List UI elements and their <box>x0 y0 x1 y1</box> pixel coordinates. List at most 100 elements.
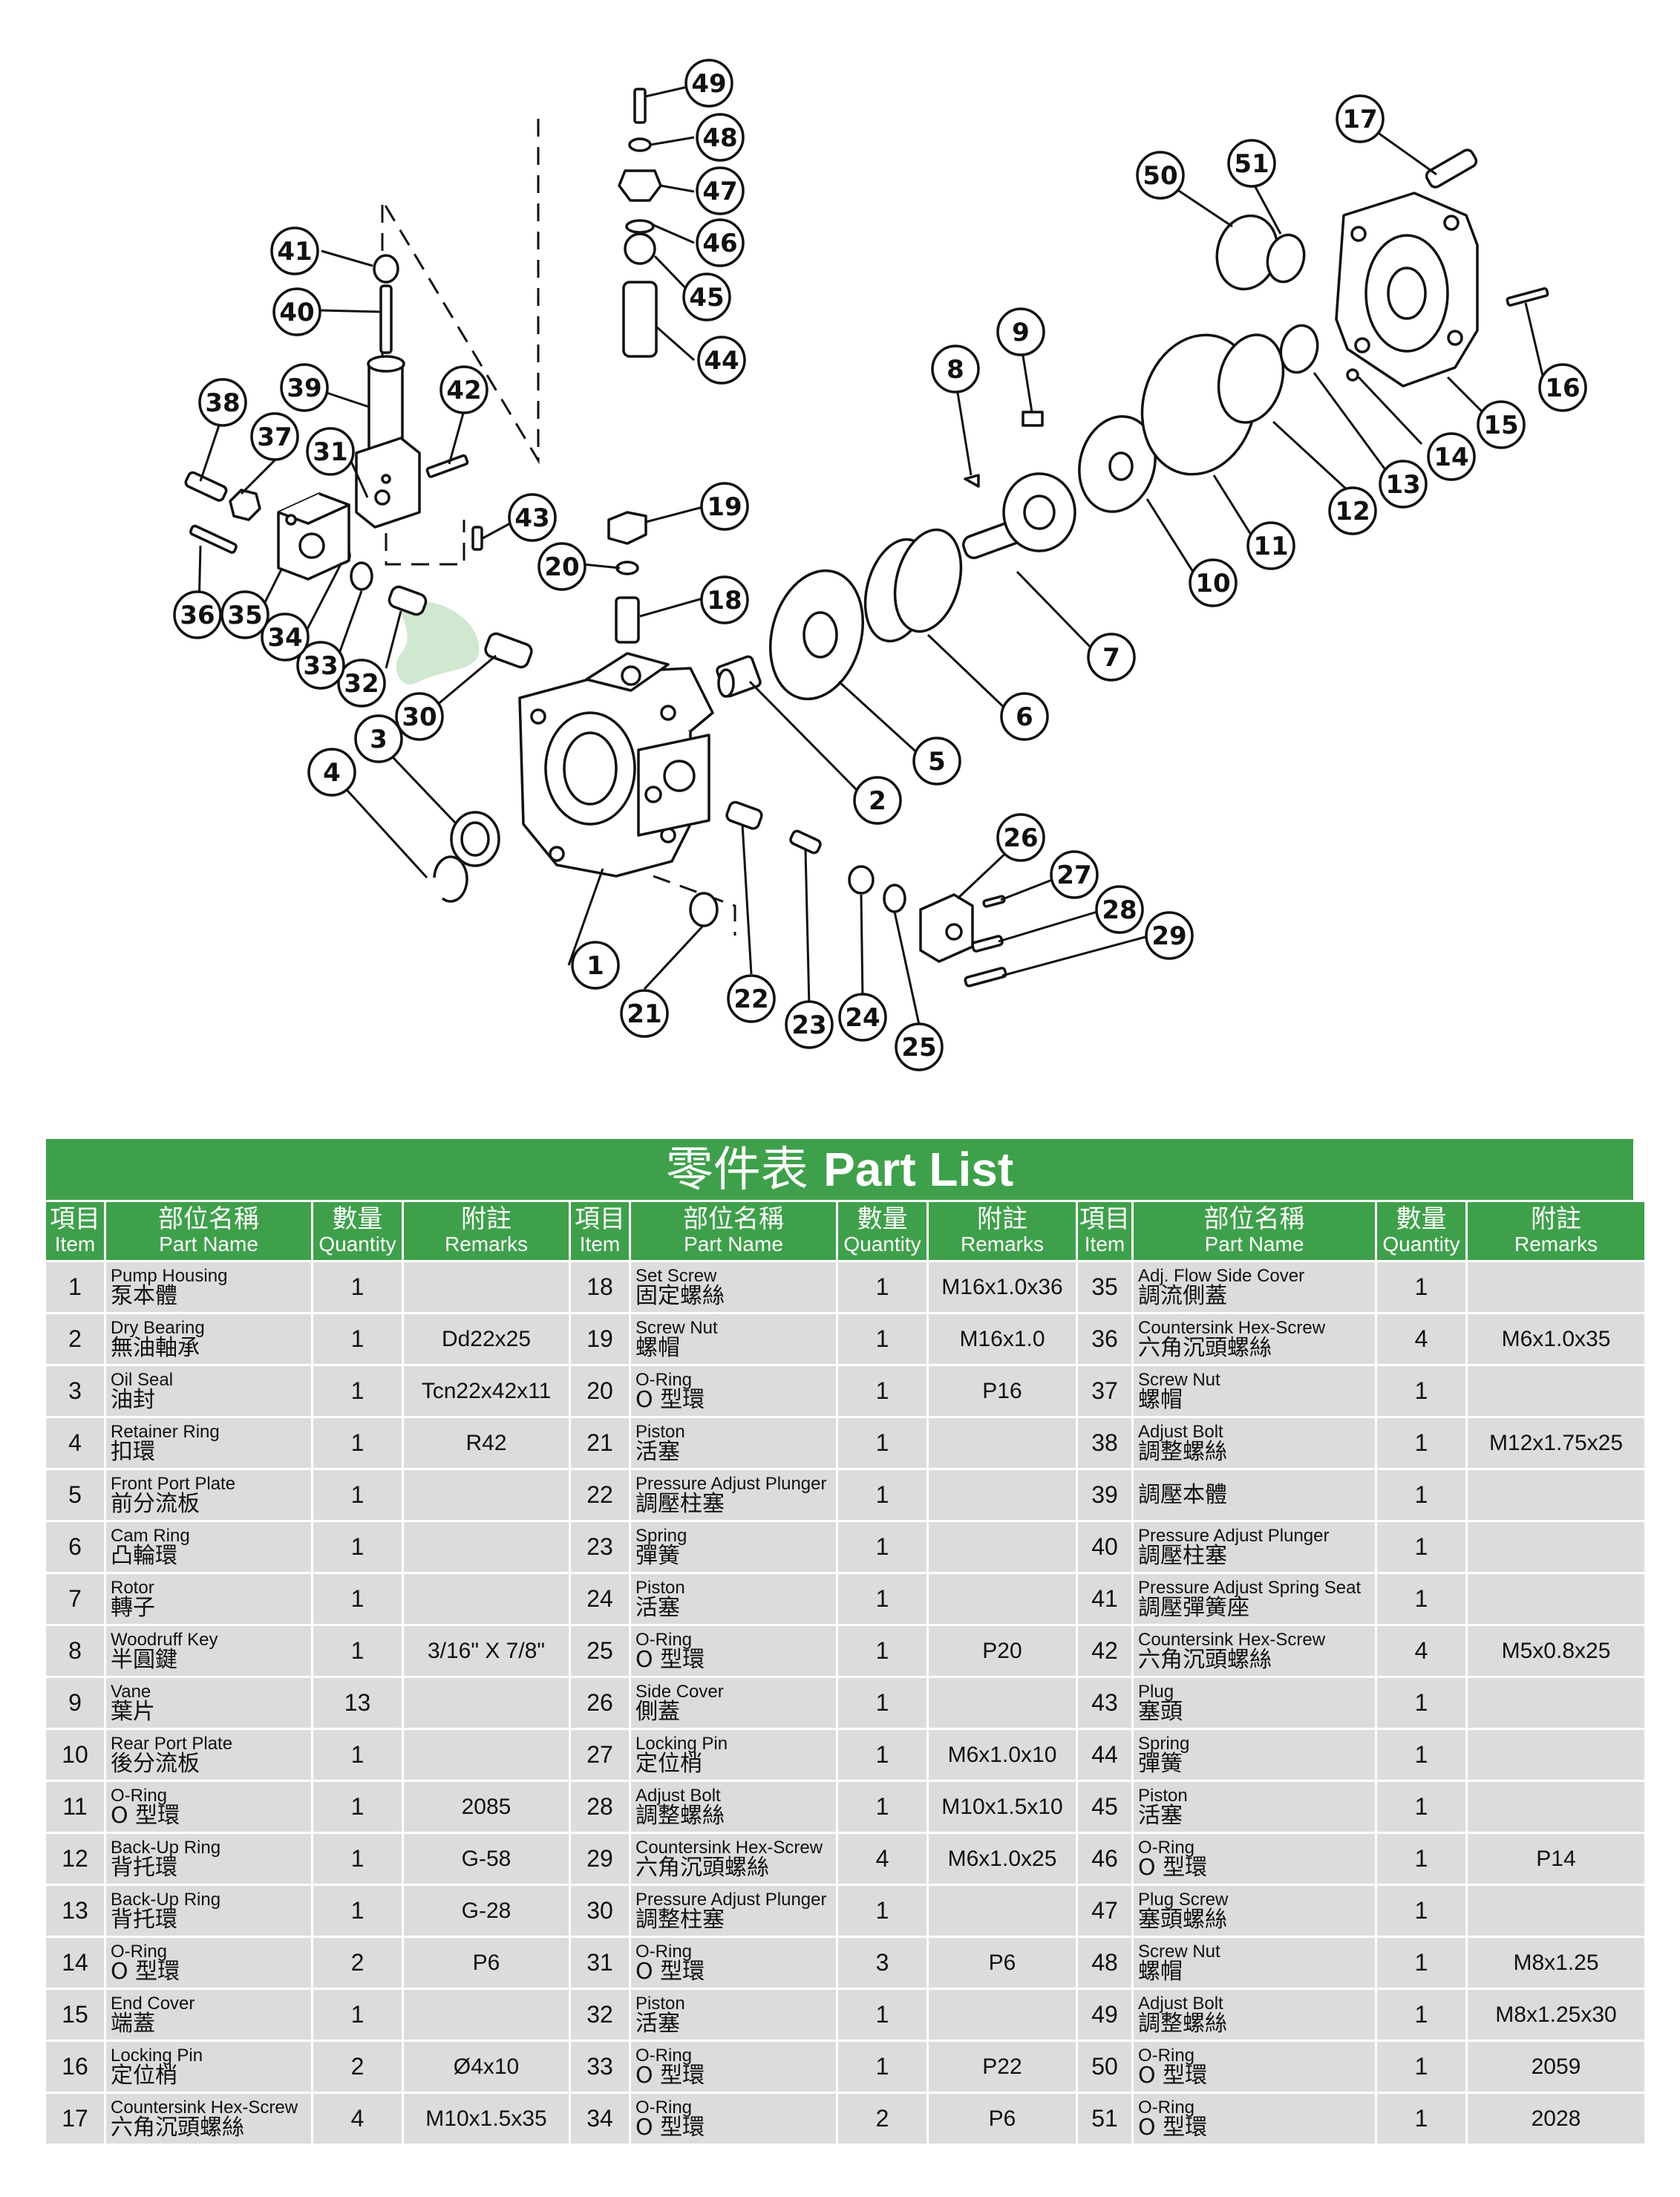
part-name-en: Piston <box>1138 1785 1188 1806</box>
item-number: 22 <box>571 1470 629 1520</box>
item-number: 25 <box>571 1626 629 1676</box>
callout-label: 37 <box>257 422 292 452</box>
part-name-zh: 定位梢 <box>635 1750 702 1777</box>
callout-label: 46 <box>702 229 737 258</box>
callout-label: 44 <box>704 346 739 376</box>
part-name-en: Countersink Hex-Screw <box>1138 1629 1326 1650</box>
part-name-en: Piston <box>635 1993 685 2014</box>
part-name-en: Piston <box>635 1577 685 1598</box>
part-name-zh: 螺帽 <box>635 1334 680 1361</box>
item-number: 27 <box>571 1730 629 1780</box>
callout-22: 22 <box>727 974 776 1023</box>
part-name-zh: 調整螺絲 <box>635 1802 725 1829</box>
callout-9: 9 <box>996 307 1045 356</box>
part-name-en: Woodruff Key <box>111 1629 218 1650</box>
part-name-en: Pressure Adjust Spring Seat <box>1138 1577 1362 1598</box>
quantity: 1 <box>1377 1262 1465 1312</box>
callout-label: 34 <box>267 623 302 653</box>
remarks: P22 <box>929 2042 1076 2092</box>
header-item-zh: 項目 <box>50 1204 100 1235</box>
item-number: 12 <box>46 1834 104 1884</box>
callout-46: 46 <box>696 218 745 267</box>
remarks <box>929 1678 1076 1728</box>
callout-label: 7 <box>1102 643 1120 673</box>
remarks <box>1468 1470 1644 1520</box>
quantity: 13 <box>313 1678 402 1728</box>
callout-35: 35 <box>220 590 269 639</box>
part-name-zh: O 型環 <box>635 2114 705 2141</box>
part-name-zh: 調壓柱塞 <box>1138 1542 1227 1569</box>
remarks <box>404 1574 569 1624</box>
part-name-en: Locking Pin <box>635 1733 728 1754</box>
header-qty-zh: 數量 <box>1396 1204 1447 1235</box>
part-name-en: O-Ring <box>111 1941 168 1962</box>
quantity: 1 <box>838 1366 926 1416</box>
part-name-en: Plug Screw <box>1138 1889 1229 1910</box>
remarks <box>1468 1574 1644 1624</box>
side-cover-drawing <box>919 893 974 963</box>
item-number: 32 <box>571 1990 629 2040</box>
quantity: 1 <box>1377 1470 1465 1520</box>
callout-label: 43 <box>514 503 549 533</box>
item-number: 6 <box>46 1522 104 1572</box>
item-number: 10 <box>46 1730 104 1780</box>
callout-label: 22 <box>733 985 768 1014</box>
header-qty-zh: 數量 <box>332 1204 383 1235</box>
header-name-en: Part Name <box>684 1233 783 1256</box>
item-number: 15 <box>46 1990 104 2040</box>
header-remarks-en: Remarks <box>1514 1233 1598 1256</box>
callout-label: 36 <box>180 601 215 630</box>
callout-label: 35 <box>227 601 262 630</box>
quantity: 1 <box>838 1418 926 1468</box>
part-name-zh: 泵本體 <box>111 1282 177 1309</box>
callout-label: 24 <box>845 1003 880 1033</box>
callout-label: 10 <box>1195 569 1230 598</box>
part-name-zh: O 型環 <box>1138 1854 1208 1881</box>
part-name-zh: 塞頭螺絲 <box>1138 1906 1227 1933</box>
quantity: 1 <box>313 1366 402 1416</box>
callout-label: 38 <box>205 388 240 418</box>
header-item-zh: 項目 <box>1079 1204 1130 1235</box>
callout-48: 48 <box>696 113 745 162</box>
callout-51: 51 <box>1227 139 1276 188</box>
callout-3: 3 <box>354 714 403 763</box>
quantity: 1 <box>313 1990 402 2040</box>
remarks: M12x1.75x25 <box>1468 1418 1644 1468</box>
callout-1: 1 <box>571 941 620 990</box>
part-name-zh: 調壓彈簧座 <box>1138 1594 1249 1621</box>
header-qty-en: Quantity <box>1382 1233 1460 1256</box>
callout-40: 40 <box>272 287 321 336</box>
part-name-en: Screw Nut <box>1138 1941 1220 1962</box>
quantity: 1 <box>1377 1782 1465 1832</box>
part-name-en: Adj. Flow Side Cover <box>1138 1265 1305 1286</box>
part-name-en: Adjust Bolt <box>635 1785 721 1806</box>
callout-25: 25 <box>895 1022 944 1071</box>
quantity: 1 <box>838 1990 926 2040</box>
plunger-30-drawing <box>484 632 533 669</box>
remarks <box>1468 1886 1644 1936</box>
header-remarks-en: Remarks <box>444 1233 528 1256</box>
quantity: 1 <box>838 1626 926 1676</box>
